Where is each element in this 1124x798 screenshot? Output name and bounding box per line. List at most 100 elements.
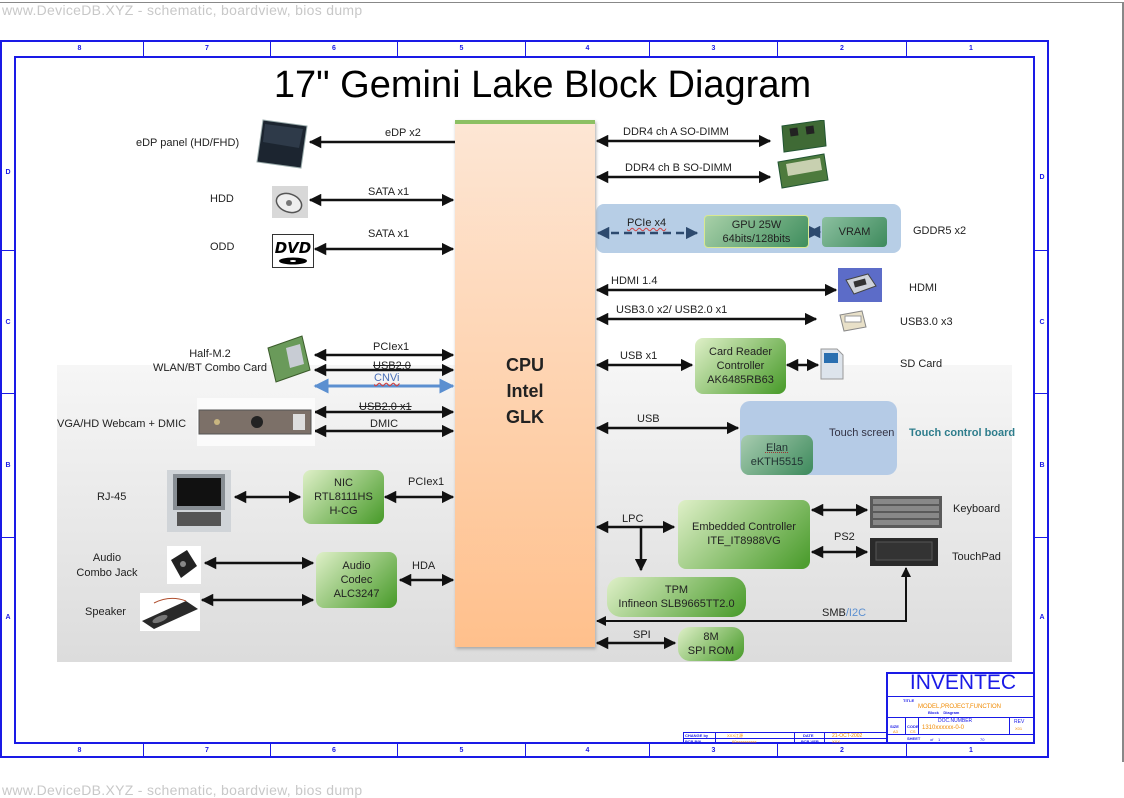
pcb-ver-value: XXX bbox=[832, 739, 840, 744]
wlan-label-line2: WLAN/BT Combo Card bbox=[140, 361, 280, 375]
webcam-module-icon bbox=[197, 398, 315, 446]
title-sub: Block Diagram bbox=[928, 710, 959, 715]
audio-jack-icon bbox=[167, 546, 201, 584]
so-dimm-memory-icon bbox=[776, 120, 830, 190]
rev-value: X01 bbox=[1015, 726, 1022, 731]
card-reader-line2: Controller bbox=[707, 359, 774, 373]
audio-jack-label: Audio Combo Jack bbox=[72, 551, 142, 581]
spi-rom-block: 8M SPI ROM bbox=[678, 627, 744, 661]
tpm-line2: Infineon SLB9665TT2.0 bbox=[618, 597, 734, 611]
usb-bus-label: USB3.0 x2/ USB2.0 x1 bbox=[616, 304, 727, 316]
touchpad-icon bbox=[870, 538, 938, 566]
audio-codec-bus-label: HDA bbox=[412, 560, 435, 572]
dvd-drive-icon: DVD bbox=[272, 234, 314, 268]
elan-line1: Elan bbox=[751, 441, 804, 455]
gpu-line2: 64bits/128bits bbox=[723, 232, 791, 246]
elan-line2: eKTH5515 bbox=[751, 455, 804, 469]
nic-bus-label: PCIex1 bbox=[408, 476, 444, 488]
elan-controller-block: Elan eKTH5515 bbox=[741, 435, 813, 475]
lcd-panel-icon bbox=[255, 118, 309, 170]
wlan-usb-label: USB2.0 bbox=[373, 360, 411, 372]
rj45-label: RJ-45 bbox=[97, 491, 126, 503]
vram-block: VRAM bbox=[822, 217, 887, 247]
wlan-pcie-label: PCIex1 bbox=[373, 341, 409, 353]
card-reader-line3: AK6485RB63 bbox=[707, 373, 774, 387]
keyboard-label: Keyboard bbox=[953, 503, 1000, 515]
embedded-controller-block: Embedded Controller ITE_IT8988VG bbox=[678, 500, 810, 569]
change-by-label: CHANGE by bbox=[685, 733, 708, 738]
edp-bus-label: eDP x2 bbox=[385, 127, 421, 139]
gddr5-label: GDDR5 x2 bbox=[913, 225, 966, 237]
hdmi-port-icon bbox=[838, 268, 882, 302]
audio-codec-line1: Audio bbox=[334, 559, 380, 573]
webcam-usb-label: USB2.0 x1 bbox=[359, 401, 412, 413]
i2c-label: /I2C bbox=[846, 607, 866, 619]
doc-number-label: DOC.NUMBER bbox=[938, 718, 972, 724]
nic-line1: NIC bbox=[314, 476, 373, 490]
hdmi-label: HDMI bbox=[909, 282, 937, 294]
hard-drive-icon bbox=[272, 186, 308, 218]
hdd-bus-label: SATA x1 bbox=[368, 186, 409, 198]
svg-text:DVD: DVD bbox=[275, 239, 312, 257]
gpu-block: GPU 25W 64bits/128bits bbox=[704, 215, 809, 248]
touchpad-label: TouchPad bbox=[952, 551, 1001, 563]
nic-block: NIC RTL8111HS H-CG bbox=[303, 470, 384, 524]
card-reader-line1: Card Reader bbox=[707, 345, 774, 359]
sheet-label: SHEET bbox=[907, 736, 920, 741]
smb-i2c-label: SMB/I2C bbox=[822, 607, 866, 619]
ec-line1: Embedded Controller bbox=[692, 520, 796, 534]
touch-control-board-label: Touch control board bbox=[909, 427, 1015, 439]
wlan-cnvi-label: CNVi bbox=[374, 372, 399, 384]
ps2-bus-label: PS2 bbox=[834, 531, 855, 543]
touch-screen-label: Touch screen bbox=[829, 427, 894, 439]
keyboard-icon bbox=[870, 496, 942, 528]
rev-label: REV bbox=[1014, 719, 1024, 725]
spi-bus-label: SPI bbox=[633, 629, 651, 641]
company-name: INVENTEC bbox=[890, 671, 1036, 695]
audio-codec-line3: ALC3247 bbox=[334, 587, 380, 601]
of-label: of bbox=[930, 737, 933, 742]
doc-number-value: 1310xxxxxx-0-0 bbox=[922, 725, 964, 731]
tpm-line1: TPM bbox=[618, 583, 734, 597]
webcam-label: VGA/HD Webcam + DMIC bbox=[57, 418, 186, 430]
gpu-bus-label: PCIe x4 bbox=[627, 217, 666, 229]
sheet-total: 70 bbox=[980, 737, 984, 742]
touch-bus-label: USB bbox=[637, 413, 660, 425]
ddr-b-label: DDR4 ch B SO-DIMM bbox=[625, 162, 732, 174]
speaker-icon bbox=[140, 593, 200, 631]
date-label: DATE bbox=[803, 733, 814, 738]
hdd-label: HDD bbox=[210, 193, 234, 205]
card-reader-bus-label: USB x1 bbox=[620, 350, 657, 362]
odd-bus-label: SATA x1 bbox=[368, 228, 409, 240]
ddr-a-label: DDR4 ch A SO-DIMM bbox=[623, 126, 729, 138]
audio-codec-block: Audio Codec ALC3247 bbox=[316, 552, 397, 608]
odd-label: ODD bbox=[210, 241, 234, 253]
webcam-dmic-label: DMIC bbox=[370, 418, 398, 430]
nic-line2: RTL8111HS bbox=[314, 490, 373, 504]
smb-label: SMB bbox=[822, 607, 846, 619]
title-label: TITLE bbox=[903, 698, 914, 703]
hdmi-bus-label: HDMI 1.4 bbox=[611, 275, 657, 287]
lpc-bus-label: LPC bbox=[622, 513, 643, 525]
nic-line3: H-CG bbox=[314, 504, 373, 518]
wlan-label-line1: Half-M.2 bbox=[140, 347, 280, 361]
wlan-card-icon bbox=[264, 334, 312, 386]
sd-card-icon bbox=[819, 347, 845, 381]
gpu-line1: GPU 25W bbox=[723, 218, 791, 232]
ec-line2: ITE_IT8988VG bbox=[692, 534, 796, 548]
spi-rom-line1: 8M bbox=[688, 630, 734, 644]
card-reader-block: Card Reader Controller AK6485RB63 bbox=[695, 338, 786, 394]
speaker-label: Speaker bbox=[85, 606, 126, 618]
usb-label: USB3.0 x3 bbox=[900, 316, 953, 328]
sd-card-label: SD Card bbox=[900, 358, 942, 370]
audio-jack-line1: Audio bbox=[72, 551, 142, 566]
rj45-jack-icon bbox=[167, 470, 231, 532]
usb-port-icon bbox=[836, 307, 870, 335]
audio-jack-line2: Combo Jack bbox=[72, 566, 142, 581]
spi-rom-line2: SPI ROM bbox=[688, 644, 734, 658]
pcb-ver-label: PCB VER bbox=[801, 739, 819, 744]
pcb-pn-value: 60xxxxxxxxxx bbox=[732, 739, 756, 744]
tpm-block: TPM Infineon SLB9665TT2.0 bbox=[607, 577, 746, 617]
audio-codec-line2: Codec bbox=[334, 573, 380, 587]
edp-panel-label: eDP panel (HD/FHD) bbox=[136, 137, 239, 149]
